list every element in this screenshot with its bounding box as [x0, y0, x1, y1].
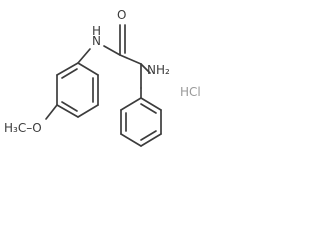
carbonyl-to-alpha-bond — [119, 54, 142, 65]
amide-hydrogen-label: H — [92, 24, 101, 38]
amide-nitrogen-label: N — [92, 34, 101, 48]
hydrochloride-salt-label: HCl — [180, 85, 201, 99]
methoxy-group-label: H₃C–O — [4, 121, 42, 135]
alpha-to-amino-bond — [140, 63, 151, 74]
amino-group-label: NH₂ — [147, 63, 170, 77]
structure-canvas: O N H NH₂ H₃C–O HCl — [0, 0, 206, 170]
ring-to-amide-n-bond — [77, 48, 91, 64]
carbonyl-oxygen-label: O — [117, 8, 126, 22]
methoxyphenyl-ring — [56, 62, 99, 118]
molecule-drawing: O N H NH₂ H₃C–O HCl — [4, 8, 201, 147]
phenyl-ring — [120, 97, 162, 147]
ring-to-methoxy-o-bond — [45, 104, 58, 120]
amide-n-to-carbonyl-bond — [103, 45, 121, 56]
